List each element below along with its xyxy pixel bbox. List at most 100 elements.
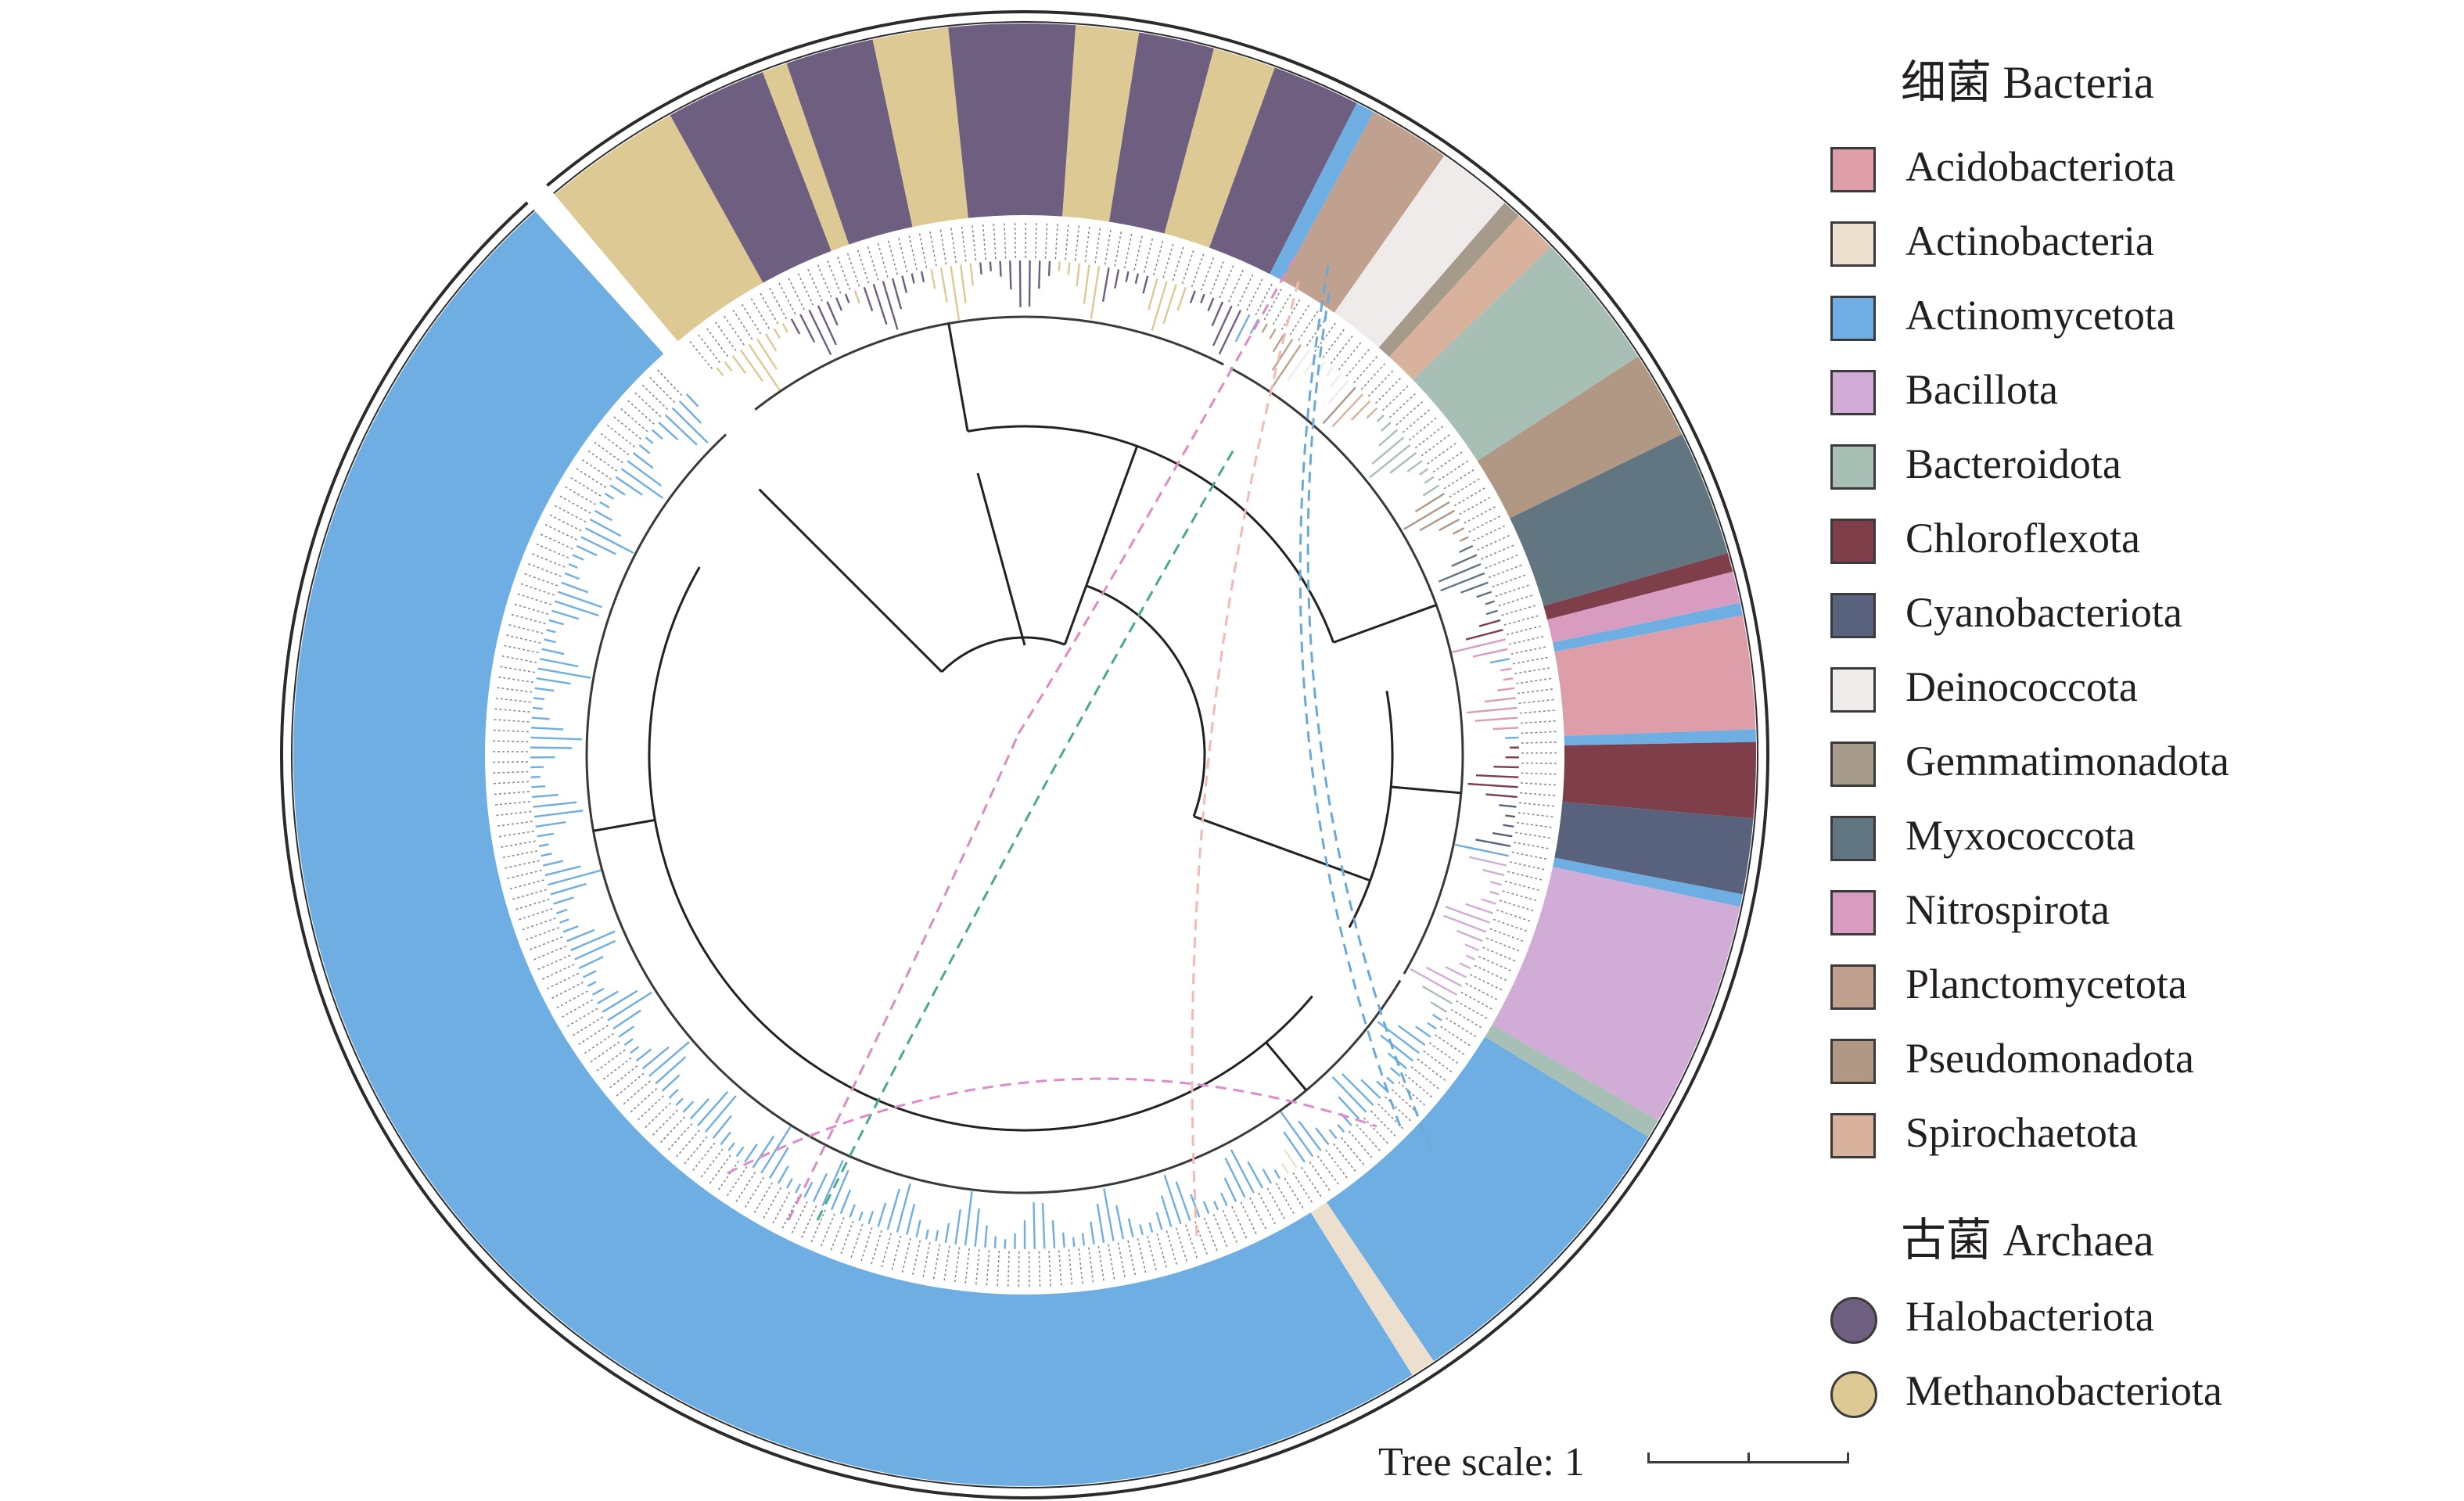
branch-line [1360,1079,1381,1099]
branch-line [1452,638,1506,654]
legend-label: Pseudomonadota [1905,1035,2194,1082]
leaf-guide [1292,1172,1314,1205]
branch-line [1438,563,1482,583]
branch-line [1366,407,1378,419]
leaf-guide [651,1109,678,1137]
leaf-guide [491,740,529,743]
horizontal-transfer-links [727,250,1433,1237]
branch-line [532,793,559,799]
leaf-guide [1004,221,1007,259]
leaf-guide [602,1057,632,1081]
leaf-guide [1162,242,1175,278]
branch-line [1125,271,1130,282]
leaf-guide [580,458,612,480]
branch-line [724,361,733,372]
branch-line [682,1101,695,1113]
spirochaetota-swatch [1830,1113,1876,1158]
actinomycetota-swatch [1830,296,1876,341]
leaf-guide [1363,1117,1390,1145]
branch-line [1287,350,1310,382]
branch-line [1223,1177,1237,1202]
leaf-guide [1360,361,1387,390]
leaf-guide [829,1217,845,1252]
leaf-guide [918,232,928,268]
leaf-guide [1246,277,1264,311]
leaf-guide [1391,1089,1420,1115]
branch-line [537,832,554,838]
branch-line [944,1223,950,1244]
branch-line [1033,1201,1036,1249]
branch-line [539,658,579,668]
branch-line [537,667,591,679]
branch-line [1419,509,1456,532]
leaf-guide [656,368,683,397]
branch-line [760,1126,792,1174]
branch-line [1155,1212,1163,1230]
leaf-guide [509,613,546,625]
leaf-guide [810,1209,827,1244]
ring-segment-actinomycetota [1564,729,1756,745]
branch-line [1459,962,1471,970]
transfer-link [727,1077,1377,1175]
branch-line [901,275,908,293]
leaf-guide [1114,230,1122,267]
leaf-guide [1502,890,1539,902]
branch-line [1438,518,1460,532]
branch-line [1268,344,1302,392]
branch-line [1467,706,1518,714]
leaf-guide [539,533,573,550]
leaf-guide [897,236,908,273]
branch-line [758,488,943,673]
leaf-guide [1054,222,1059,260]
leaf-guide [1474,964,1508,982]
branch-line [574,939,616,961]
branch-line [534,687,555,692]
leaf-guide [908,234,918,271]
branch-line [835,297,842,311]
leaf-guide [806,267,823,302]
branch-line [959,264,967,303]
ring-segment-actinomycetota [293,211,1413,1487]
branch-line [1315,1127,1330,1146]
ring-segment-chloroflexota [1562,742,1757,819]
leaf-guide [1492,573,1528,588]
leaf-guide [1449,477,1482,498]
tree-scale-label: Tree scale: 1 [1378,1440,1585,1485]
leaf-guide [1137,1238,1147,1275]
branch-line [548,619,564,626]
leaf-guide [846,251,860,287]
branch-line [664,414,698,446]
branch-line [1460,581,1489,594]
branch-line [1212,305,1233,347]
legend-item-acidobacteriota: Acidobacteriota [1830,143,2456,205]
leaf-guide [508,879,544,890]
leaf-guide [1432,451,1464,473]
bacillota-swatch [1830,370,1876,415]
leaf-guide [1465,982,1499,1001]
leaf-guide [1464,505,1497,524]
leaf-guide [1398,1081,1427,1107]
branch-line [863,286,874,311]
legend-item-gemmatimonadota: Gemmatimonadota [1830,738,2456,799]
branch-line [839,1189,852,1215]
branch-line [1497,687,1515,691]
branch-line [620,468,664,499]
branch-line [547,869,602,886]
leaf-guide [524,927,559,941]
ring-segment-halobacteriota [1209,67,1357,275]
leaf-guide [1443,468,1476,490]
branch-line [594,509,612,522]
legend-item-cyanobacteriota: Cyanobacteriota [1830,589,2456,651]
branch-line [1489,881,1503,886]
branch-line [821,1159,844,1207]
branch-line [1369,444,1411,479]
legend-bacteria-heading: 细菌 Bacteria [1901,57,2154,108]
leaf-guide [1200,256,1215,291]
legend-label: Actinobacteria [1905,217,2154,264]
legend-label: Acidobacteriota [1905,143,2175,190]
leaf-guide [708,1154,731,1186]
branch-line [541,648,565,655]
leaf-guide [1446,1017,1478,1039]
leaf-guide [1519,709,1557,714]
branch-line [593,818,656,832]
